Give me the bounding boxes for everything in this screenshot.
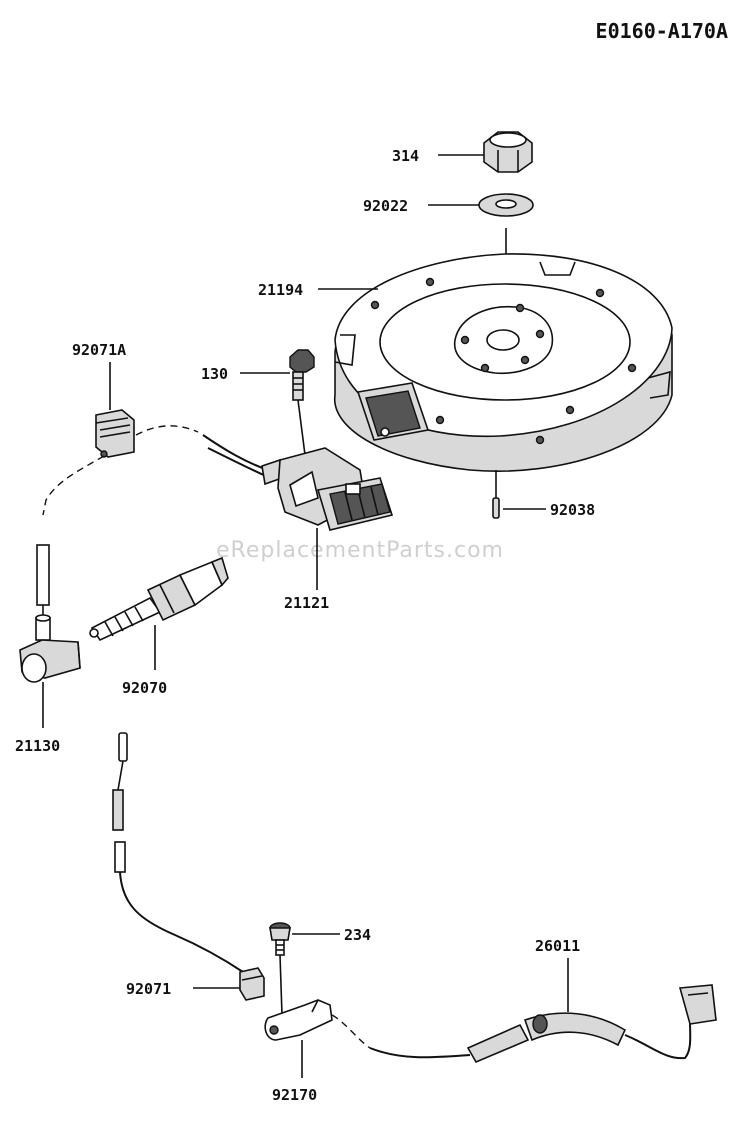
- lead-wire-drawing[interactable]: [112, 732, 244, 973]
- label-92170[interactable]: 92170: [272, 1086, 317, 1104]
- plug-cap-21130-drawing[interactable]: [19, 614, 81, 683]
- label-21121[interactable]: 21121: [284, 594, 329, 612]
- label-21130[interactable]: 21130: [15, 737, 60, 755]
- clamp-92071-drawing[interactable]: [239, 967, 265, 1001]
- nut-314-drawing[interactable]: [483, 131, 533, 173]
- label-92071[interactable]: 92071: [126, 980, 171, 998]
- label-21194[interactable]: 21194: [258, 281, 303, 299]
- washer-92022-drawing[interactable]: [478, 193, 534, 217]
- key-92038-drawing[interactable]: [492, 497, 500, 519]
- label-130[interactable]: 130: [201, 365, 228, 383]
- label-92070[interactable]: 92070: [122, 679, 167, 697]
- diagram-code: E0160-A170A: [596, 19, 728, 43]
- label-92071A[interactable]: 92071A: [72, 341, 126, 359]
- label-92038[interactable]: 92038: [550, 501, 595, 519]
- screw-234-drawing[interactable]: [269, 922, 291, 956]
- bracket-92170-drawing[interactable]: [264, 999, 333, 1041]
- flywheel-21194-drawing[interactable]: [334, 253, 673, 472]
- clamp-92071A-drawing[interactable]: [95, 409, 135, 458]
- bolt-130-drawing[interactable]: [289, 349, 315, 401]
- label-234[interactable]: 234: [344, 926, 371, 944]
- harness-26011-drawing[interactable]: [369, 984, 717, 1064]
- watermark: eReplacementParts.com: [216, 538, 504, 563]
- ignition-coil-21121-drawing[interactable]: [202, 434, 394, 531]
- label-26011[interactable]: 26011: [535, 937, 580, 955]
- sleeve-tube-drawing[interactable]: [36, 544, 50, 606]
- label-92022[interactable]: 92022: [363, 197, 408, 215]
- spark-plug-92070-drawing[interactable]: [89, 556, 229, 642]
- label-314[interactable]: 314: [392, 147, 419, 165]
